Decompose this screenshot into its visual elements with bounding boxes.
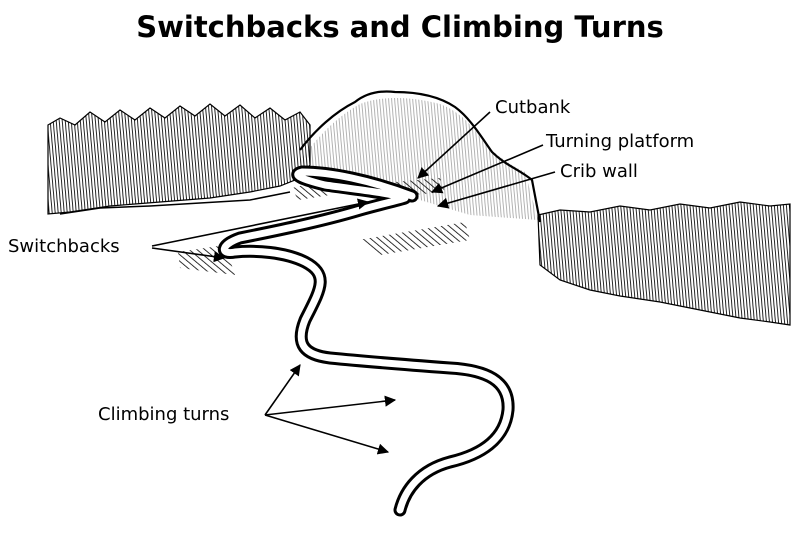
climbing-turns-arrow-3 xyxy=(264,414,390,455)
climbing-turns-arrow-1 xyxy=(264,364,301,416)
cutbank-arrow xyxy=(417,111,491,179)
label-turning-platform: Turning platform xyxy=(546,131,695,152)
label-climbing-turns: Climbing turns xyxy=(98,404,230,425)
left-forest xyxy=(47,103,311,215)
switchbacks-arrow-upper xyxy=(151,198,370,247)
label-cutbank: Cutbank xyxy=(495,97,571,118)
mountain xyxy=(299,90,542,223)
turning-platform-arrow xyxy=(430,144,544,194)
diagram-title: Switchbacks and Climbing Turns xyxy=(136,10,664,44)
trail-path xyxy=(217,165,515,517)
climbing-turns-arrow-2 xyxy=(264,395,397,416)
crib-wall-arrow xyxy=(436,171,556,209)
pointer-arrows xyxy=(151,111,556,455)
label-switchbacks: Switchbacks xyxy=(8,236,120,257)
label-crib-wall: Crib wall xyxy=(560,161,638,182)
right-forest xyxy=(537,201,791,326)
switchbacks-arrow-lower xyxy=(151,247,226,263)
